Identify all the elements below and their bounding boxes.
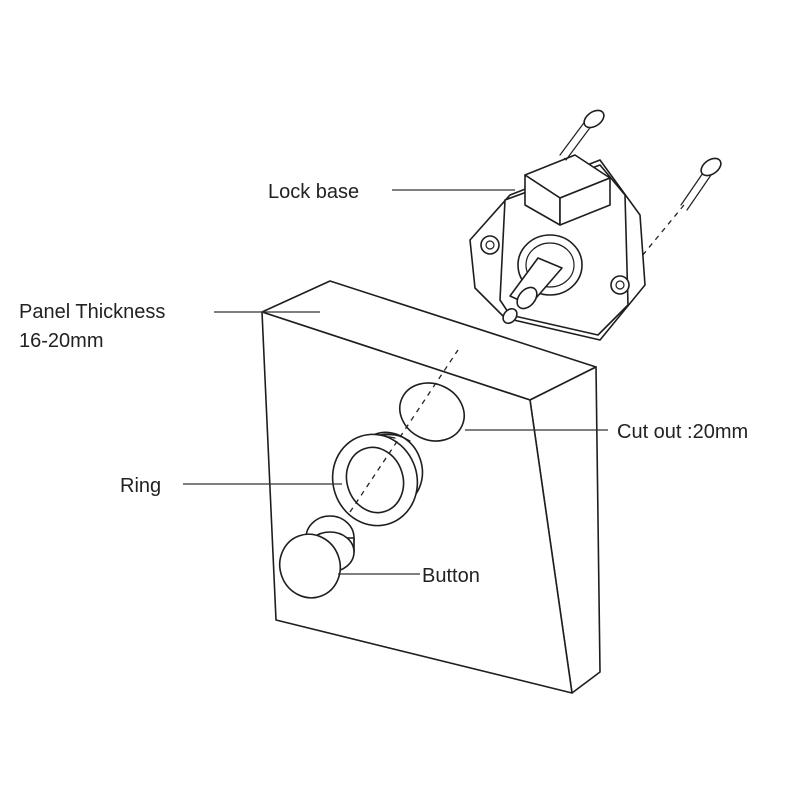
screw-left <box>559 109 605 161</box>
screw-right-shaft-2 <box>680 169 706 206</box>
screw-left-shaft-2 <box>559 119 587 156</box>
label-panel-thickness: Panel Thickness <box>19 301 165 323</box>
screw-hole-left <box>480 235 500 255</box>
spindle-boss-inner <box>525 242 575 288</box>
screw-right-shaft <box>686 174 712 211</box>
spindle-tip <box>502 307 518 325</box>
screw-hole-right-inner <box>615 280 625 290</box>
latch-side <box>559 177 611 226</box>
screw-hole-right <box>610 275 630 295</box>
screw-left-shaft <box>565 124 593 161</box>
panel-front-face <box>261 311 573 694</box>
screw-right-head <box>700 157 722 177</box>
button-part <box>278 515 355 599</box>
label-button: Button <box>422 565 480 587</box>
ring <box>331 431 424 527</box>
ring-inner <box>345 446 405 514</box>
screw-right <box>680 157 722 211</box>
spindle-collar <box>516 286 538 310</box>
button-head <box>278 533 342 599</box>
axis-dash-center <box>349 349 459 513</box>
label-lock-base: Lock base <box>268 181 359 203</box>
screw-left-head <box>583 109 605 129</box>
panel <box>261 280 601 694</box>
lock-base <box>469 154 646 341</box>
cut-out-hole <box>399 382 465 442</box>
label-panel-thickness-value: 16-20mm <box>19 330 103 352</box>
screw-hole-left-inner <box>485 240 495 250</box>
cut-out-ellipse <box>399 382 465 442</box>
label-ring: Ring <box>120 475 161 497</box>
label-cut-out: Cut out :20mm <box>617 421 748 443</box>
